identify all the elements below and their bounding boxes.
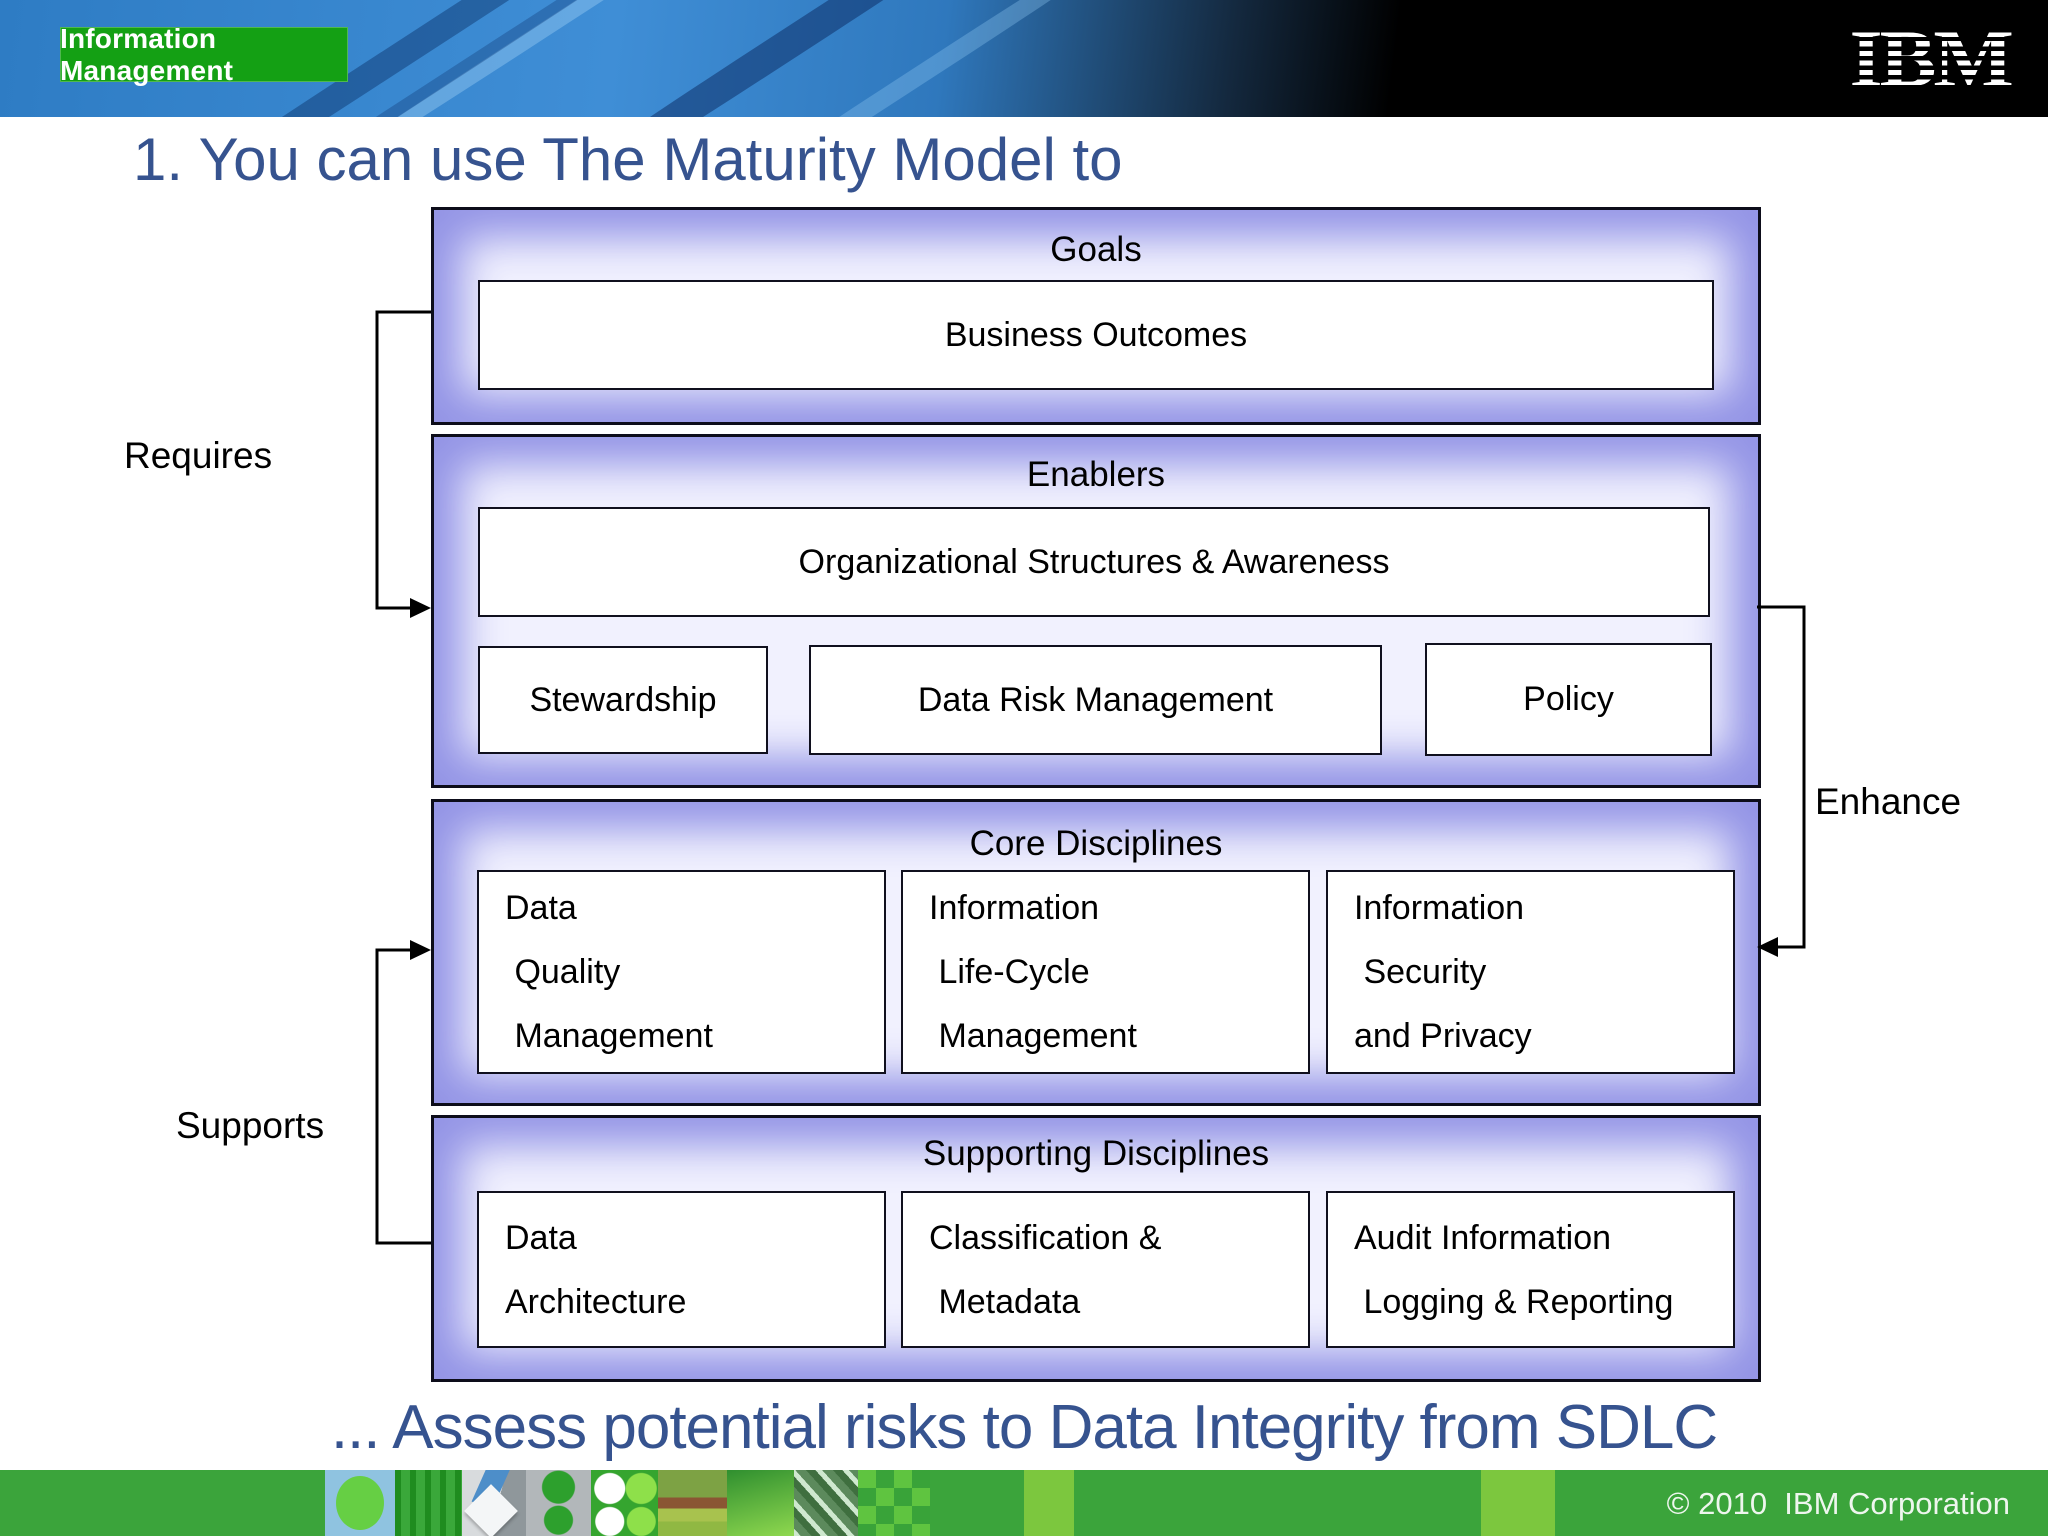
page-title: 1. You can use The Maturity Model to bbox=[133, 126, 1123, 193]
stewardship-label: Stewardship bbox=[529, 680, 717, 719]
enablers-panel-title: Enablers bbox=[1026, 455, 1166, 494]
data-risk-management-box: Data Risk Management bbox=[809, 645, 1382, 755]
enablers-panel: Enablers Organizational Structures & Awa… bbox=[431, 434, 1761, 788]
goals-panel: Goals Business Outcomes bbox=[431, 207, 1761, 425]
information-lifecycle-management-box: Information Life-Cycle Management bbox=[901, 870, 1310, 1074]
green-mosaic-tile-icon bbox=[858, 1470, 930, 1536]
highway-photo-tile-icon bbox=[794, 1470, 858, 1536]
box-line: Information bbox=[1354, 889, 1525, 927]
footer-accent-block bbox=[1024, 1470, 1074, 1536]
box-line: Management bbox=[929, 1017, 1137, 1055]
box-line: Audit Information bbox=[1354, 1218, 1612, 1257]
footer-accent-block bbox=[1481, 1470, 1555, 1536]
supporting-disciplines-panel: Supporting Disciplines Data Architecture… bbox=[431, 1115, 1761, 1382]
information-management-label: Information Management bbox=[60, 22, 234, 86]
policy-label: Policy bbox=[1523, 680, 1614, 718]
ibm-logo-icon: IBM bbox=[1849, 18, 2039, 100]
core-panel-title: Core Disciplines bbox=[969, 824, 1223, 863]
business-outcomes-box: Business Outcomes bbox=[478, 280, 1714, 390]
supports-label: Supports bbox=[176, 1105, 325, 1146]
supports-arrowhead-icon bbox=[410, 940, 431, 960]
diamond-shape bbox=[464, 1484, 518, 1536]
business-outcomes-label: Business Outcomes bbox=[944, 315, 1248, 354]
stewardship-box: Stewardship bbox=[478, 646, 768, 754]
box-line: Security bbox=[1354, 953, 1487, 991]
audit-information-logging-box: Audit Information Logging & Reporting bbox=[1326, 1191, 1735, 1348]
box-line: Quality bbox=[505, 953, 621, 991]
goals-panel-title: Goals bbox=[1050, 230, 1142, 269]
box-line: Management bbox=[505, 1017, 713, 1055]
box-line: Data bbox=[505, 1218, 577, 1257]
footer-bar: © 2010 IBM Corporation bbox=[0, 1470, 2048, 1536]
copyright-text: © 2010 IBM Corporation bbox=[1666, 1486, 2010, 1521]
information-security-privacy-box: Information Security and Privacy bbox=[1326, 870, 1735, 1074]
ibm-logo-stripes bbox=[1849, 22, 2039, 100]
landscape-photo-tile-icon bbox=[658, 1470, 727, 1536]
footer-thumbnail-strip bbox=[325, 1470, 930, 1536]
green-stripes-tile-icon bbox=[395, 1470, 462, 1536]
enhance-connector bbox=[1757, 605, 1806, 949]
box-line: Logging & Reporting bbox=[1354, 1282, 1674, 1321]
bottom-title: ... Assess potential risks to Data Integ… bbox=[330, 1393, 1718, 1462]
dots-grid-tile-icon bbox=[591, 1470, 658, 1536]
supports-connector bbox=[375, 948, 431, 1245]
data-quality-management-box: Data Quality Management bbox=[477, 870, 886, 1074]
data-risk-management-label: Data Risk Management bbox=[917, 680, 1274, 719]
organizational-structures-label: Organizational Structures & Awareness bbox=[798, 542, 1390, 581]
classification-metadata-box: Classification & Metadata bbox=[901, 1191, 1310, 1348]
core-disciplines-panel: Core Disciplines Data Quality Management… bbox=[431, 799, 1761, 1106]
header-banner: Information Management IBM bbox=[0, 0, 2048, 117]
box-line: Architecture bbox=[505, 1282, 687, 1321]
box-line: and Privacy bbox=[1354, 1017, 1532, 1055]
requires-connector bbox=[375, 310, 431, 610]
policy-box: Policy bbox=[1425, 643, 1712, 756]
requires-label: Requires bbox=[124, 435, 273, 476]
green-gradient-tile-icon bbox=[727, 1470, 794, 1536]
information-management-badge: Information Management bbox=[60, 23, 348, 86]
box-line: Information bbox=[929, 889, 1100, 927]
box-line: Metadata bbox=[929, 1282, 1081, 1321]
organizational-structures-box: Organizational Structures & Awareness bbox=[478, 507, 1710, 617]
supporting-panel-title: Supporting Disciplines bbox=[922, 1134, 1270, 1173]
box-line: Classification & bbox=[929, 1218, 1162, 1257]
origami-paper-tile-icon bbox=[462, 1470, 526, 1536]
green-dots-pair-tile-icon bbox=[526, 1470, 591, 1536]
requires-arrowhead-icon bbox=[410, 598, 431, 618]
box-line: Data bbox=[505, 889, 577, 927]
circle-shape bbox=[336, 1476, 384, 1530]
data-architecture-box: Data Architecture bbox=[477, 1191, 886, 1348]
green-circle-tile-icon bbox=[325, 1470, 395, 1536]
box-line: Life-Cycle bbox=[929, 953, 1090, 991]
enhance-label: Enhance bbox=[1815, 781, 1962, 822]
